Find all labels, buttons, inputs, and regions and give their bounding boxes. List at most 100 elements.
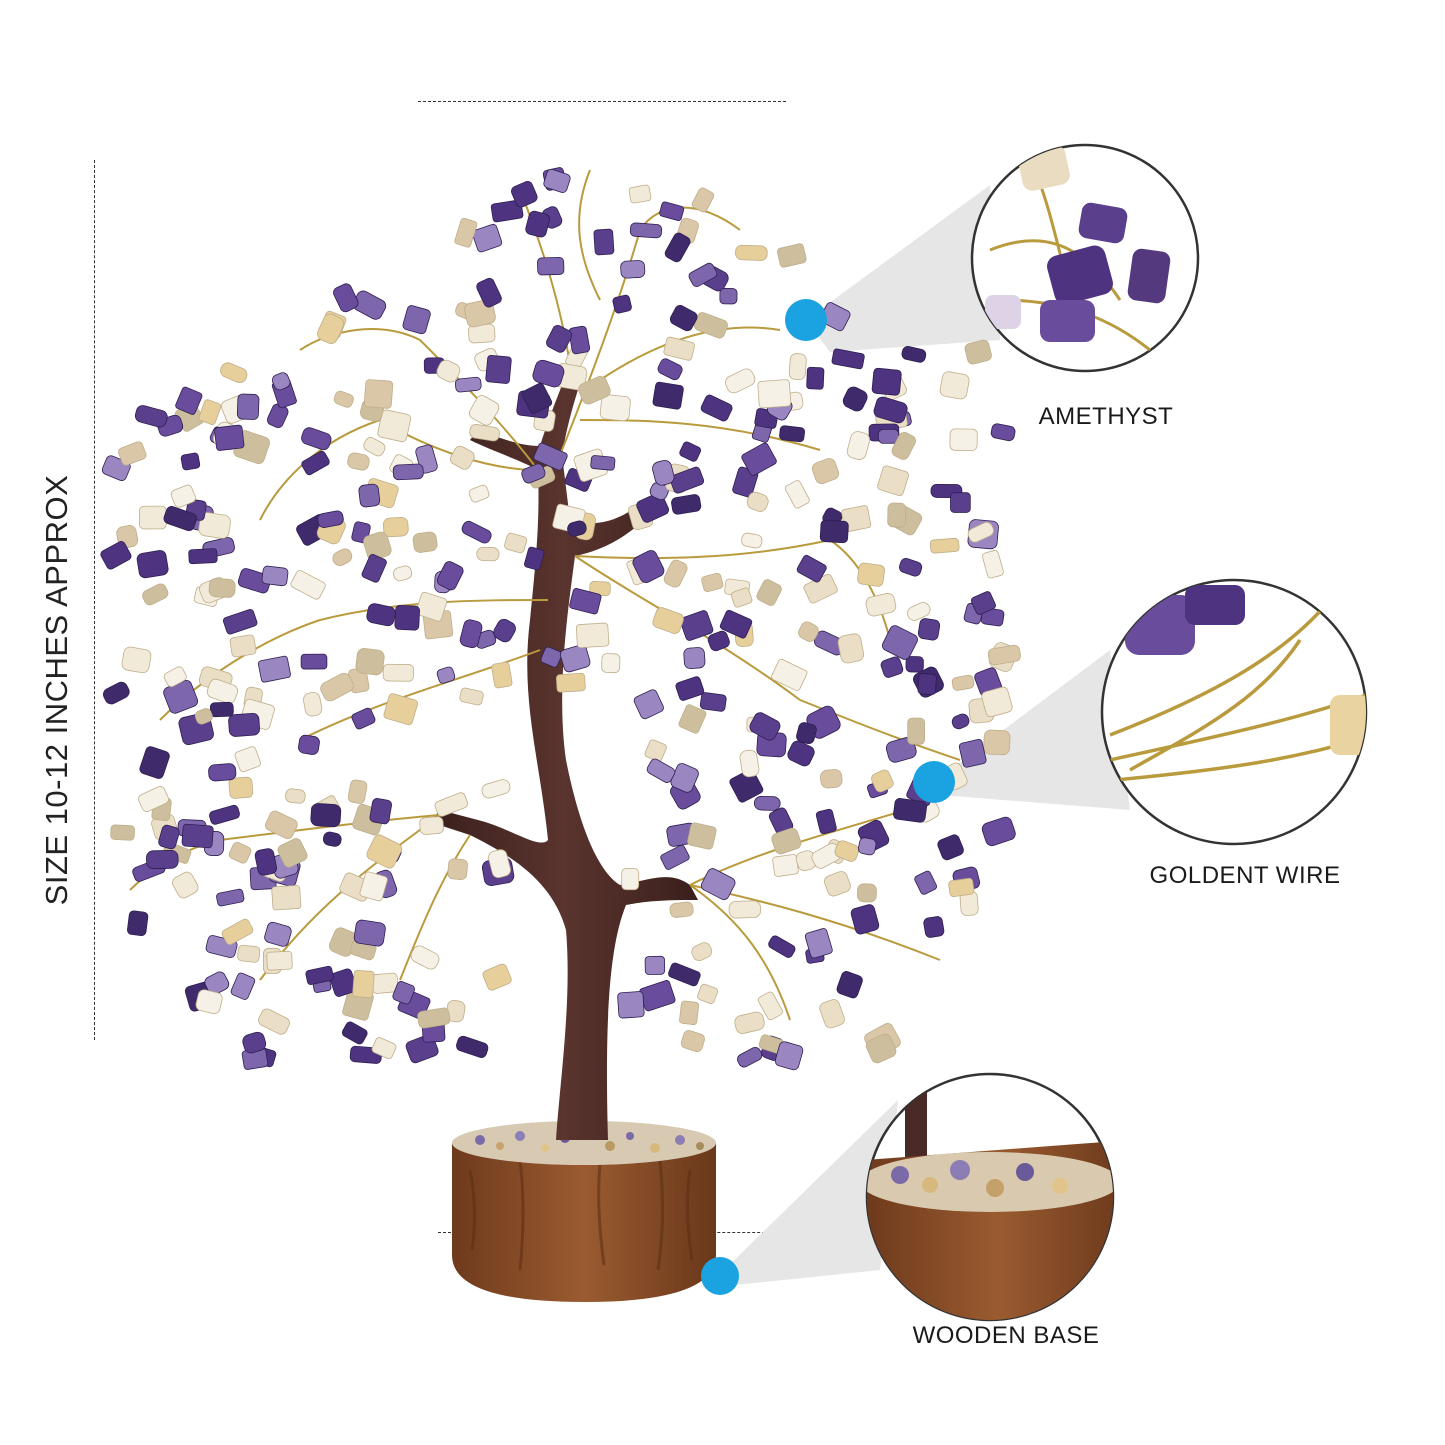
amethyst-chip [358, 483, 381, 508]
amethyst-chip [257, 655, 291, 683]
amethyst-chip [719, 288, 738, 305]
citrine-chip [981, 686, 1013, 718]
height-dimension-line [94, 160, 95, 1040]
citrine-chip [663, 336, 696, 361]
amethyst-chip [139, 746, 170, 779]
citrine-chip [450, 445, 475, 470]
citrine-chip [198, 399, 222, 425]
amethyst-chip [394, 605, 420, 631]
citrine-chip [142, 583, 169, 606]
amethyst-chip [353, 919, 386, 947]
citrine-chip [228, 841, 252, 864]
amethyst-chip [850, 904, 880, 935]
amethyst-chip [741, 442, 777, 476]
citrine-chip [697, 983, 718, 1004]
amethyst-chip [454, 376, 482, 393]
citrine-chip [772, 854, 799, 877]
citrine-chip [939, 371, 970, 400]
amethyst-chip [620, 260, 646, 279]
citrine-chip [621, 868, 640, 891]
tree-trunk [430, 365, 698, 1140]
citrine-chip [601, 653, 621, 674]
citrine-chip [771, 658, 808, 692]
citrine-chip [436, 359, 461, 383]
citrine-chip [983, 729, 1011, 756]
amethyst-chip [898, 557, 923, 577]
amethyst-chip [254, 848, 278, 876]
citrine-chip [701, 572, 724, 593]
citrine-chip [410, 945, 440, 970]
citrine-chip [371, 1037, 397, 1060]
marker-wire [913, 761, 955, 803]
amethyst-chip [796, 554, 827, 583]
amethyst-chip [657, 358, 683, 381]
citrine-chip [663, 559, 688, 588]
citrine-chip [347, 452, 370, 471]
citrine-chip [887, 502, 907, 528]
citrine-chip [949, 428, 978, 451]
amethyst-chip [646, 758, 676, 783]
amethyst-chip [242, 1031, 267, 1054]
citrine-chip [788, 353, 807, 381]
amethyst-chip [521, 382, 553, 414]
citrine-chip [730, 587, 753, 608]
citrine-chip [929, 537, 960, 554]
amethyst-chip [456, 1035, 489, 1058]
citrine-chip [469, 423, 500, 442]
citrine-chip [820, 769, 843, 789]
citrine-chip [476, 546, 500, 562]
citrine-chip [725, 368, 756, 394]
citrine-chip [317, 313, 345, 344]
amethyst-chip [351, 707, 376, 730]
amethyst-chip [264, 921, 292, 947]
citrine-chip [220, 362, 248, 384]
amethyst-chip [668, 962, 701, 987]
citrine-chip [412, 531, 438, 553]
amethyst-chip [950, 492, 971, 513]
citrine-chip [693, 312, 728, 339]
amethyst-chip [533, 442, 568, 471]
citrine-chip [333, 390, 354, 408]
amethyst-chip [436, 561, 464, 591]
amethyst-chip [857, 837, 877, 856]
citrine-chip [652, 607, 684, 634]
amethyst-chip [981, 816, 1016, 847]
amethyst-chip [369, 798, 392, 825]
amethyst-chip [524, 546, 545, 571]
amethyst-chip [102, 681, 130, 705]
amethyst-chip [749, 712, 781, 741]
amethyst-chip [669, 466, 705, 494]
citrine-chip [741, 532, 763, 549]
amethyst-chip [181, 823, 214, 849]
citrine-chip [170, 484, 196, 508]
amethyst-chip [461, 520, 492, 544]
amethyst-chip [707, 630, 730, 652]
amethyst-chip [134, 405, 168, 428]
citrine-chip [271, 884, 302, 911]
citrine-chip [491, 661, 513, 689]
citrine-chip [846, 431, 871, 460]
citrine-chip [434, 792, 469, 817]
citrine-chip [352, 969, 375, 999]
citrine-chip [382, 516, 409, 538]
citrine-chip [121, 646, 152, 674]
amethyst-chip [819, 519, 849, 544]
citrine-chip [837, 633, 865, 664]
amethyst-chip [230, 972, 256, 1000]
citrine-chip [290, 570, 326, 600]
amethyst-chip [322, 831, 342, 847]
amethyst-chip [612, 294, 632, 314]
amethyst-chip [300, 653, 328, 670]
amethyst-chip [893, 798, 928, 823]
amethyst-chip [567, 520, 587, 537]
amethyst-chip [958, 739, 987, 768]
amethyst-chip [664, 232, 691, 263]
amethyst-chip [905, 656, 924, 673]
citrine-chip [734, 1011, 765, 1034]
citrine-chip [739, 749, 760, 778]
amethyst-chip [459, 619, 483, 649]
callout-label-wire: GOLDENT WIRE [1149, 862, 1341, 889]
amethyst-chip [881, 625, 918, 660]
amethyst-chip [305, 965, 334, 986]
citrine-chip [359, 871, 388, 902]
